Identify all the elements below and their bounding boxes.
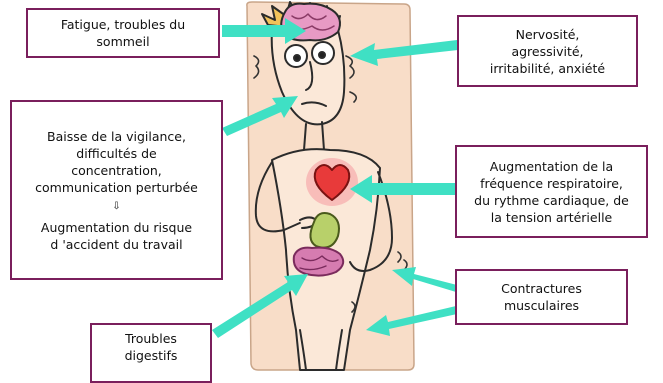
label-fatigue: Fatigue, troubles du sommeil xyxy=(26,8,220,58)
label-respiratoire: Augmentation de la fréquence respiratoir… xyxy=(455,145,648,238)
label-contractures-line-1: Contractures xyxy=(501,280,582,297)
label-nervosite: Nervosité, agressivité, irritabilité, an… xyxy=(457,15,638,87)
label-digestifs-line-2: digestifs xyxy=(125,347,178,364)
label-vigilance-line-1: Baisse de la vigilance, xyxy=(47,128,186,145)
label-contractures: Contractures musculaires xyxy=(455,269,628,325)
label-respiratoire-line-1: Augmentation de la xyxy=(490,158,613,175)
label-respiratoire-line-2: fréquence respiratoire, xyxy=(480,175,623,192)
label-fatigue-line-1: Fatigue, troubles du xyxy=(61,16,185,33)
stomach xyxy=(310,213,339,248)
label-accident-line-1: Augmentation du risque xyxy=(41,219,192,236)
diagram-stage: Fatigue, troubles du sommeil Nervosité, … xyxy=(0,0,663,372)
label-respiratoire-line-3: du rythme cardiaque, de xyxy=(474,192,629,209)
label-nervosite-line-1: Nervosité, xyxy=(516,26,580,43)
label-accident-line-2: d 'accident du travail xyxy=(50,236,182,253)
label-fatigue-line-2: sommeil xyxy=(96,33,149,50)
label-contractures-line-2: musculaires xyxy=(504,297,579,314)
label-vigilance-line-2: difficultés de xyxy=(76,145,156,162)
label-digestifs: Troubles digestifs xyxy=(90,323,212,383)
label-nervosite-line-2: agressivité, xyxy=(511,43,583,60)
label-vigilance-line-4: communication perturbée xyxy=(35,179,198,196)
label-vigilance: Baisse de la vigilance, difficultés de c… xyxy=(10,100,223,280)
label-respiratoire-line-4: la tension artérielle xyxy=(491,209,612,226)
label-vigilance-line-3: concentration, xyxy=(71,162,162,179)
label-nervosite-line-3: irritabilité, anxiété xyxy=(490,60,605,77)
label-digestifs-line-1: Troubles xyxy=(125,330,177,347)
down-arrow-icon: ⇩ xyxy=(112,199,120,215)
